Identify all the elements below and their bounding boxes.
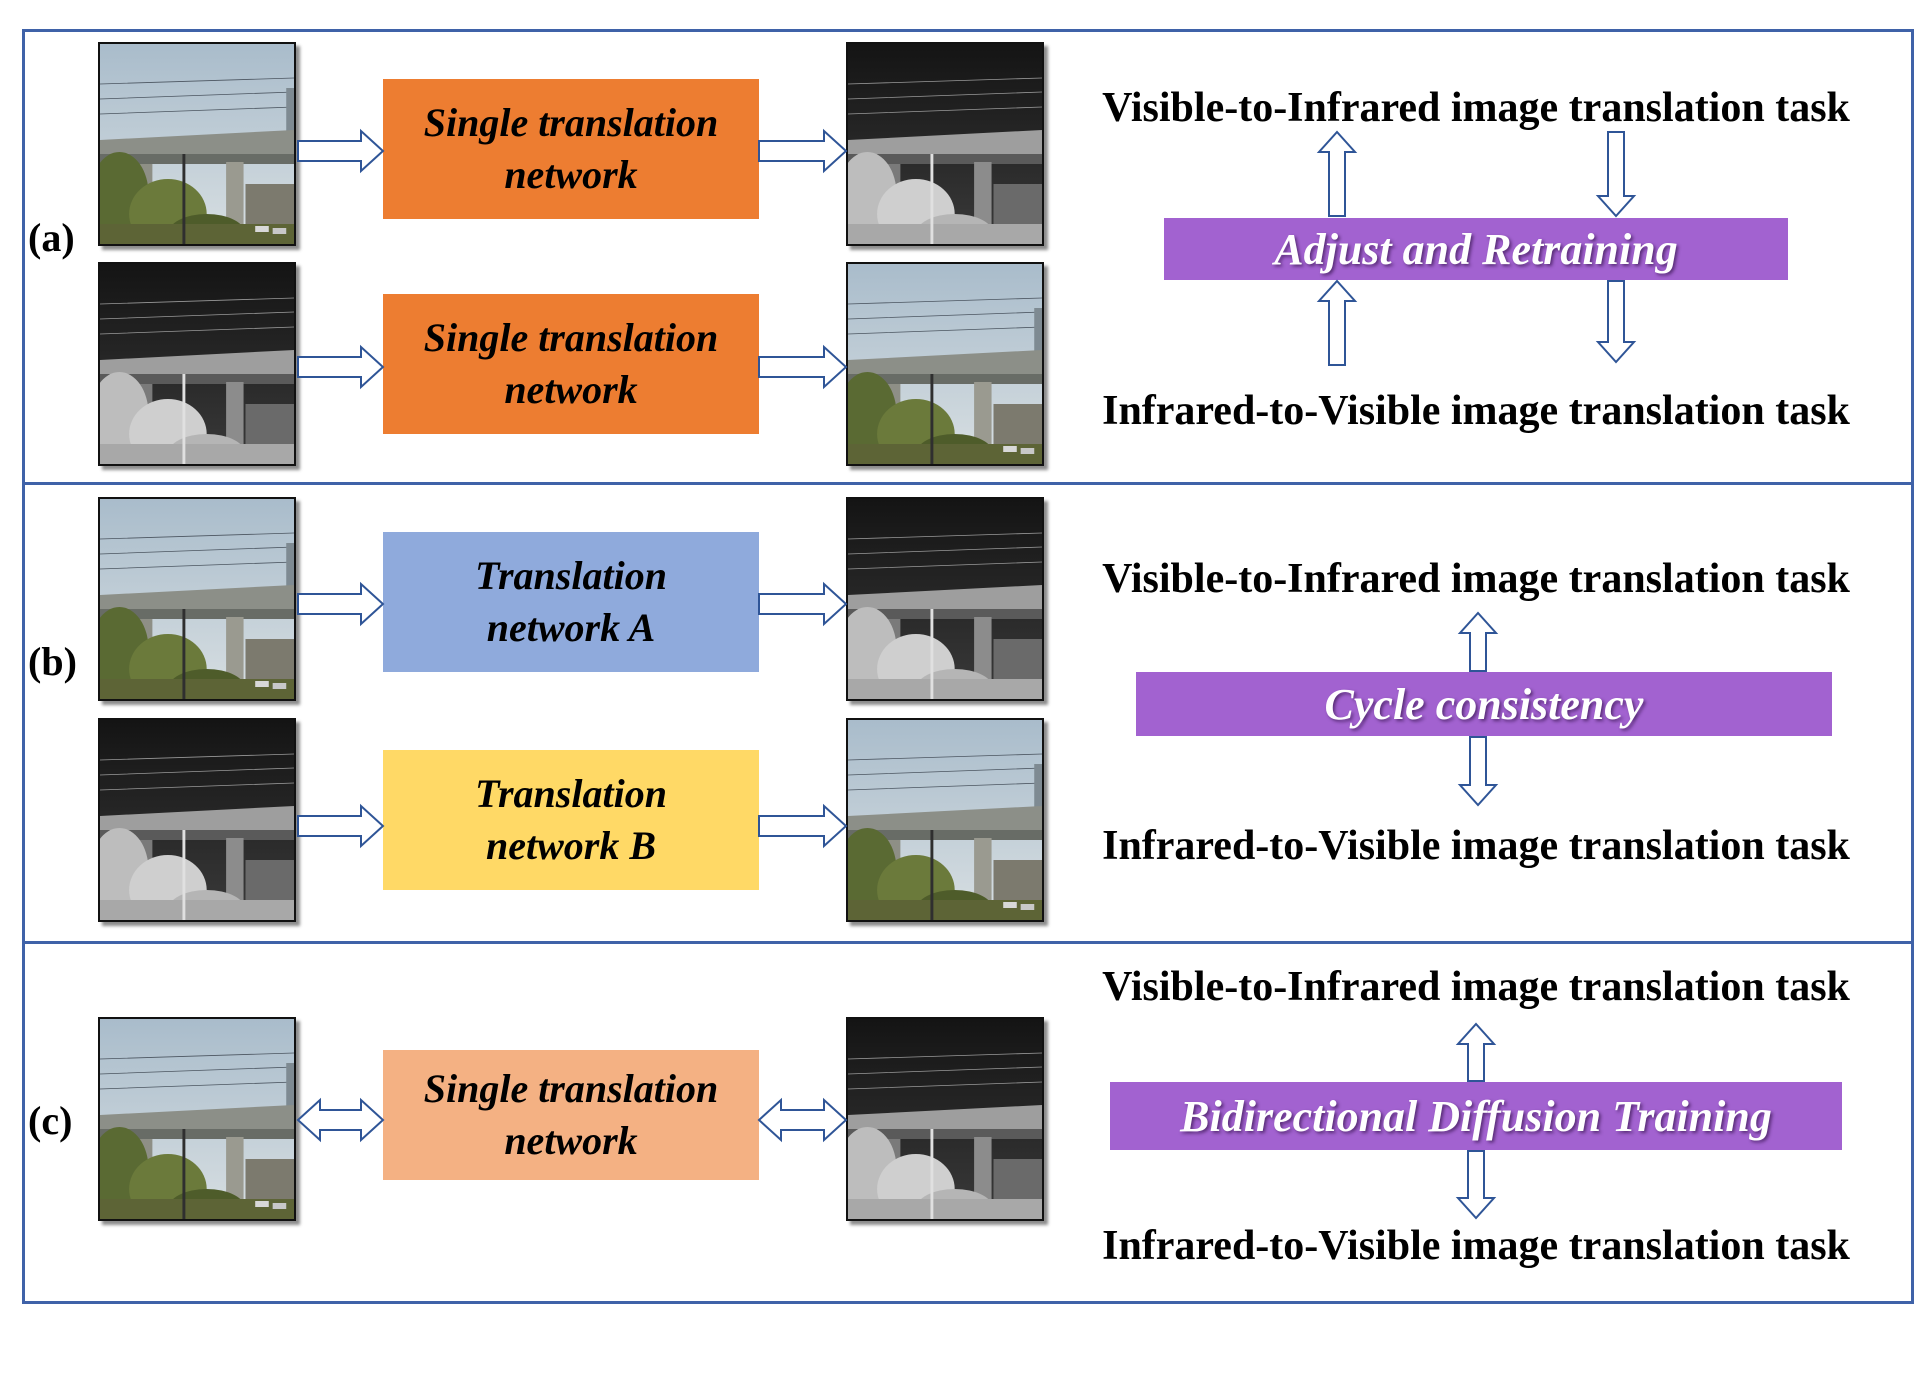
up-arrow-icon [1457, 611, 1499, 672]
visible-image [846, 262, 1044, 466]
infrared-to-visible-task-label: Infrared-to-Visible image translation ta… [1102, 823, 1850, 869]
double-arrow-icon [757, 1097, 848, 1143]
adjust-and-retraining-box: Adjust and Retraining [1164, 218, 1788, 280]
visible-image [98, 497, 296, 701]
visible-to-infrared-task-label: Visible-to-Infrared image translation ta… [1102, 556, 1850, 602]
cycle-consistency-box: Cycle consistency [1136, 672, 1832, 736]
panel-a-label: (a) [28, 215, 75, 260]
infrared-to-visible-task-label: Infrared-to-Visible image translation ta… [1102, 388, 1850, 434]
infrared-image [98, 718, 296, 922]
visible-to-infrared-task-label: Visible-to-Infrared image translation ta… [1102, 964, 1850, 1010]
right-arrow-icon [758, 581, 848, 627]
right-arrow-icon [758, 344, 848, 390]
visible-image [98, 1017, 296, 1221]
panel-c [22, 941, 1914, 1304]
visible-to-infrared-task-label: Visible-to-Infrared image translation ta… [1102, 85, 1850, 131]
down-arrow-icon [1455, 1150, 1497, 1220]
visible-image [846, 718, 1044, 922]
down-arrow-icon [1457, 736, 1499, 807]
right-arrow-icon [297, 581, 385, 627]
visible-image [98, 42, 296, 246]
double-arrow-icon [296, 1097, 385, 1143]
infrared-image [846, 1017, 1044, 1221]
infrared-image [98, 262, 296, 466]
right-arrow-icon [758, 803, 848, 849]
down-arrow-icon [1595, 280, 1637, 364]
panel-b-label: (b) [28, 639, 77, 684]
right-arrow-icon [297, 803, 385, 849]
panel-c-label: (c) [28, 1098, 73, 1143]
up-arrow-icon [1316, 130, 1358, 217]
up-arrow-icon [1455, 1022, 1497, 1082]
right-arrow-icon [297, 344, 385, 390]
infrared-image [846, 42, 1044, 246]
bidirectional-diffusion-training-box: Bidirectional Diffusion Training [1110, 1082, 1842, 1150]
down-arrow-icon [1595, 131, 1637, 218]
up-arrow-icon [1316, 279, 1358, 366]
infrared-image [846, 497, 1044, 701]
infrared-to-visible-task-label: Infrared-to-Visible image translation ta… [1102, 1223, 1850, 1269]
right-arrow-icon [758, 128, 848, 174]
right-arrow-icon [297, 128, 385, 174]
